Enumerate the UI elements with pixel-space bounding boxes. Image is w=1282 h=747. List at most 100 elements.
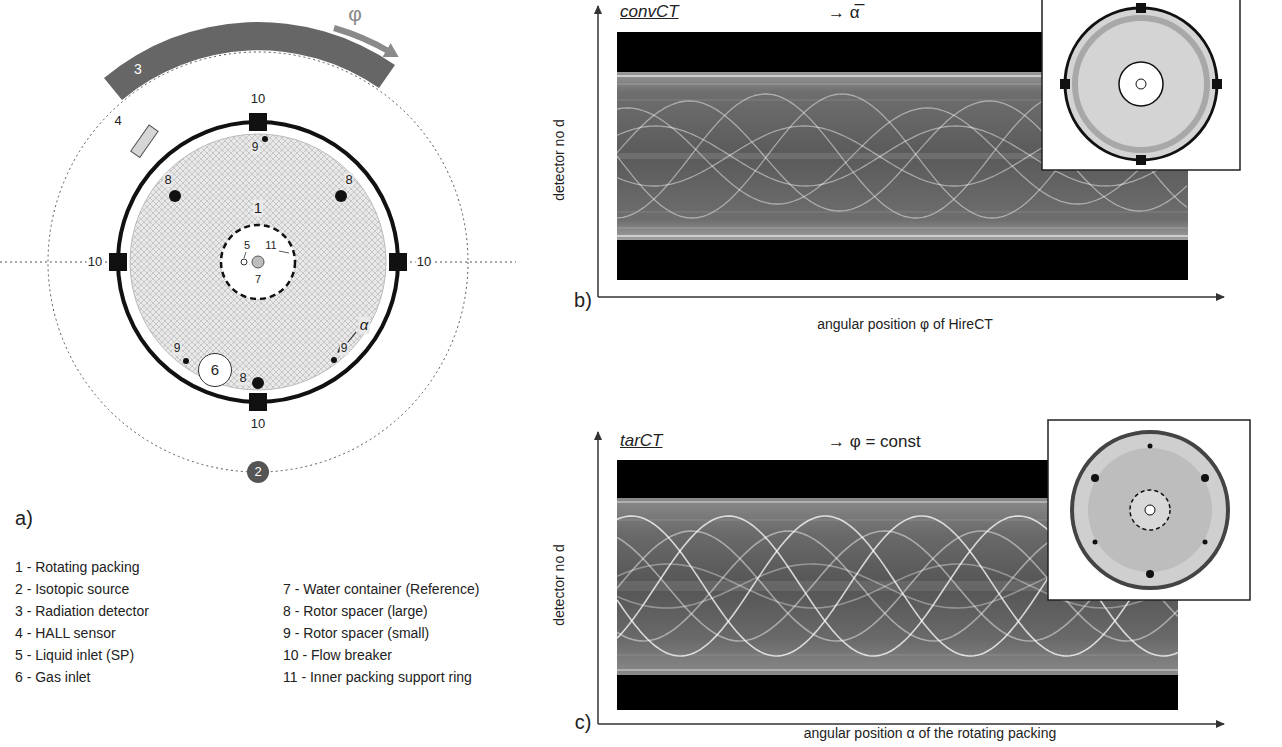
liquid-inlet <box>241 259 247 265</box>
callout-number: 7 <box>254 273 262 285</box>
rotor-spacer-large <box>335 190 347 202</box>
housing-ring <box>118 122 398 402</box>
rotating-packing <box>130 134 386 390</box>
panel-letter: a) <box>15 507 33 529</box>
callout-number: 8 <box>344 173 353 187</box>
axis-label: angular position φ of HireCT <box>817 317 993 332</box>
panel-title: convCT <box>620 3 679 22</box>
sinogram-band <box>617 240 1188 280</box>
water-container <box>252 256 264 268</box>
support-ring <box>221 225 295 299</box>
inset-core <box>1119 62 1163 106</box>
callout-number: 10 <box>250 92 266 106</box>
rotor-spacer-small <box>262 136 268 142</box>
gas-inlet: 6 <box>198 353 232 387</box>
detector-band-label: 3 <box>127 59 149 81</box>
inset-breaker <box>1212 79 1222 89</box>
axis-label: detector no d <box>552 119 567 201</box>
callout-number: 9 <box>340 342 349 355</box>
detector-arc <box>104 22 395 100</box>
panel-c <box>598 420 1250 724</box>
callout-number: 9 <box>173 342 182 355</box>
inset-packing <box>1088 448 1212 572</box>
inset-center <box>1145 505 1155 515</box>
x-axis <box>598 296 1224 298</box>
inset-housing <box>1065 8 1217 160</box>
sinogram-band <box>617 675 1178 710</box>
callout-number: 8 <box>163 173 172 187</box>
inset-spacer <box>1091 474 1099 482</box>
legend-entry: 2 - Isotopic source <box>15 582 129 597</box>
inset-housing <box>1072 432 1228 588</box>
legend-entry: 6 - Gas inlet <box>15 670 90 685</box>
rotor-spacer-large <box>169 190 181 202</box>
callout-number: 4 <box>113 114 122 128</box>
axis-label: angular position α of the rotating packi… <box>804 726 1056 741</box>
inset-box <box>1042 0 1240 170</box>
rotation-symbol: φ <box>348 2 362 25</box>
callout-number: 10 <box>416 255 432 269</box>
axis-label: detector no d <box>552 544 567 626</box>
sinogram-band-line <box>617 228 1188 229</box>
sinogram-band-line <box>617 655 1178 656</box>
sinogram-band-line <box>617 212 1188 213</box>
panel-b <box>598 0 1240 297</box>
isotopic-source: 2 <box>247 461 269 483</box>
panel-letter: b) <box>574 289 592 311</box>
inset-breaker <box>1136 155 1146 165</box>
sinogram-band-line <box>617 669 1178 671</box>
sinogram-band-line <box>617 235 1188 237</box>
rotor-spacer-small <box>183 358 189 364</box>
inset-spacer <box>1093 540 1098 545</box>
callout-number: 10 <box>250 417 266 431</box>
legend-entry: 4 - HALL sensor <box>15 626 116 641</box>
inset-box <box>1048 420 1250 600</box>
inset-breaker <box>1060 79 1070 89</box>
legend-entry: 3 - Radiation detector <box>15 604 149 619</box>
inset-core <box>1130 490 1170 530</box>
panel-a <box>0 22 516 472</box>
inset-spacer <box>1146 570 1154 578</box>
flow-breaker <box>249 393 267 411</box>
legend-entry: 11 - Inner packing support ring <box>283 670 472 685</box>
flow-breaker <box>109 253 127 271</box>
panel-letter: c) <box>575 711 592 733</box>
callout-number: 10 <box>87 255 103 269</box>
callout-number: 11 <box>264 239 277 251</box>
callout-number: 8 <box>238 371 247 385</box>
y-axis <box>597 432 599 724</box>
leader-line <box>244 252 246 258</box>
inset-spacer <box>1203 540 1208 545</box>
inset-spacer <box>1201 474 1209 482</box>
angle-symbol: α <box>359 317 370 334</box>
rotor-spacer-large <box>252 377 264 389</box>
inset-breaker <box>1136 3 1146 13</box>
legend-entry: 9 - Rotor spacer (small) <box>283 626 429 641</box>
leader-line <box>279 251 289 253</box>
hall-sensor <box>131 125 158 158</box>
callout-number: 3 <box>134 62 142 77</box>
legend-entry: 7 - Water container (Reference) <box>283 582 479 597</box>
panel-title: tarCT <box>620 432 663 451</box>
callout-number: 6 <box>211 362 219 379</box>
rotation-arrow <box>334 28 390 52</box>
x-axis <box>598 723 1224 725</box>
legend-entry: 10 - Flow breaker <box>283 648 392 663</box>
source-orbit <box>48 52 468 472</box>
callout-number: 5 <box>243 239 251 251</box>
flow-breaker <box>249 113 267 131</box>
legend-entry: 8 - Rotor spacer (large) <box>283 604 428 619</box>
inset-center <box>1136 79 1146 89</box>
callout-number: 1 <box>253 200 263 217</box>
legend-entry: 1 - Rotating packing <box>15 560 140 575</box>
rotor-spacer-small <box>331 357 337 363</box>
callout-number: 9 <box>251 141 260 154</box>
panel-note: → φ = const <box>828 433 921 452</box>
legend-entry: 5 - Liquid inlet (SP) <box>15 648 134 663</box>
callout-number: 2 <box>254 465 261 479</box>
y-axis <box>597 6 599 297</box>
flow-breaker <box>389 253 407 271</box>
inset-spacer <box>1148 444 1153 449</box>
